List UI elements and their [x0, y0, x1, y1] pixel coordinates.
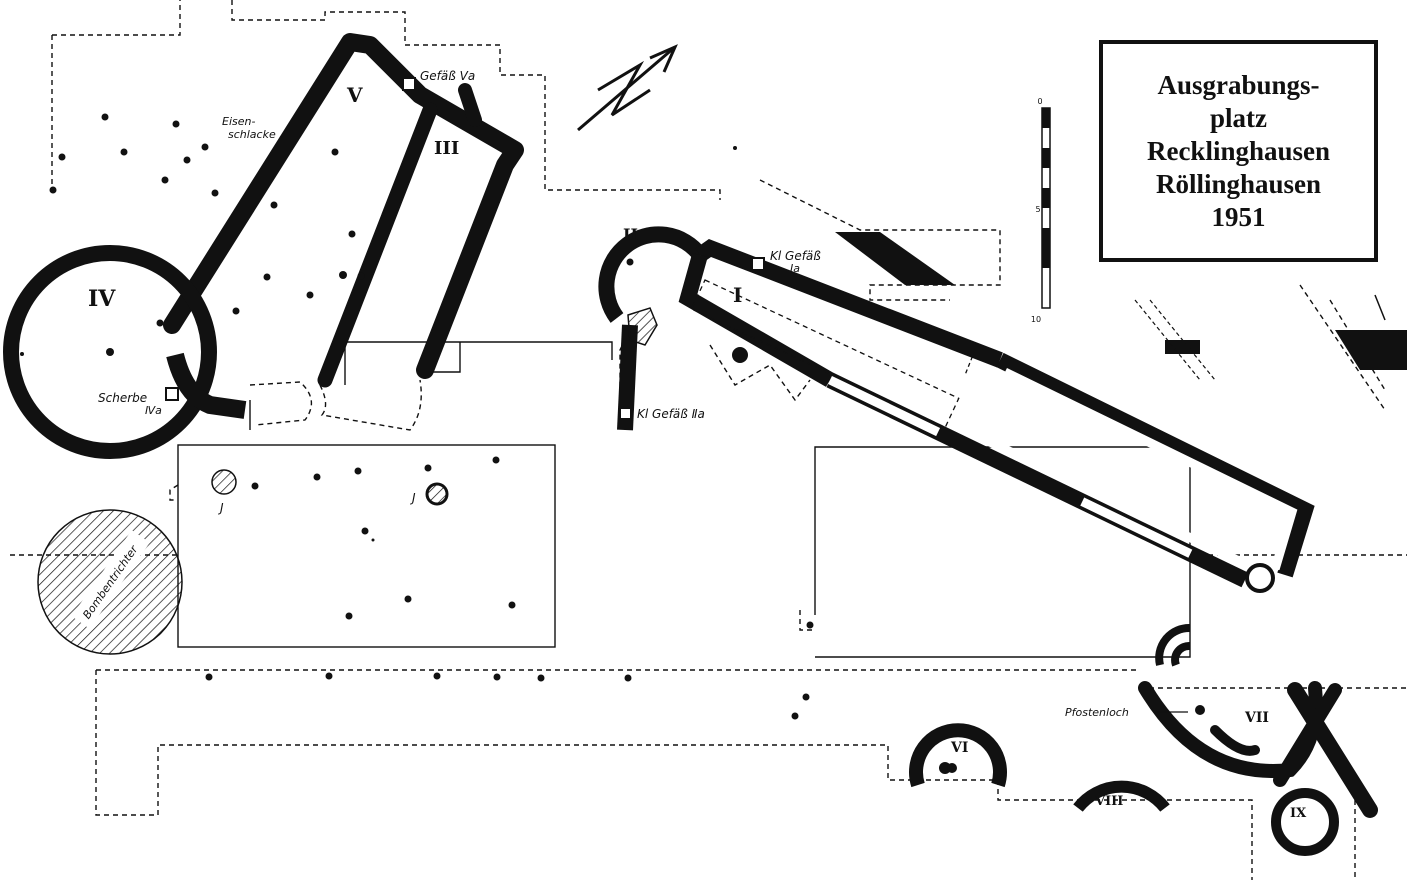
title-box: Ausgrabungs- platz Recklinghausen Röllin…	[1099, 40, 1378, 262]
label-kl-gefaess-iia: Kl Gefäß Ⅱa	[637, 407, 705, 421]
label-vii: VII	[1244, 710, 1269, 726]
trench-features	[835, 232, 1407, 381]
label-i: I	[733, 283, 742, 307]
title-line-5: 1951	[1211, 201, 1266, 232]
title-line-4: Röllinghausen	[1155, 168, 1322, 199]
scale-top: 0	[1037, 97, 1042, 106]
label-ii: II	[623, 225, 638, 244]
pit-j-right	[425, 482, 449, 506]
label-iv: IV	[88, 286, 116, 312]
building-labels: I II III IV V VI VII VIII IX	[88, 83, 1307, 821]
label-ix: IX	[1290, 806, 1307, 821]
find-markers	[165, 77, 765, 420]
label-vi: VI	[950, 740, 968, 756]
building-iv	[3, 245, 247, 459]
building-i	[678, 239, 1315, 593]
label-v: V	[346, 83, 363, 107]
quarter-ring	[1155, 623, 1191, 667]
scale-bar	[1041, 107, 1051, 309]
label-pfostenloch: Pfostenloch	[1065, 706, 1129, 719]
scale-mid: 5	[1035, 205, 1040, 214]
label-gefaess-va: Gefäß Ⅴa	[420, 69, 475, 83]
label-scherbe-sub: Ⅳa	[145, 404, 162, 417]
scale-labels: 0 5 10	[1031, 97, 1043, 324]
scale-bottom: 10	[1031, 315, 1041, 324]
title-line-1: Ausgrabungs-	[1157, 69, 1320, 100]
building-vii	[1138, 681, 1378, 818]
building-ix	[1271, 788, 1339, 856]
excavation-boundary	[10, 0, 1407, 880]
building-vi	[909, 723, 1007, 788]
pit-j-left	[211, 469, 237, 495]
label-schlacke: schlacke	[228, 128, 276, 141]
label-iii: III	[434, 138, 459, 159]
label-kl-gefaess-ia: Kl Gefäß	[770, 249, 821, 263]
title-line-3: Recklinghausen	[1146, 135, 1331, 166]
label-kl-gefaess-ia-sub: Ⅰa	[790, 262, 800, 275]
building-ii-hatched-pit	[627, 307, 658, 346]
title-line-2: platz	[1210, 102, 1267, 133]
building-viii	[1073, 780, 1170, 812]
label-j1: J	[218, 501, 224, 515]
label-eisen: Eisen-	[222, 115, 255, 128]
label-scherbe: Scherbe	[98, 391, 147, 405]
label-j2: J	[410, 491, 416, 505]
label-viii: VIII	[1094, 794, 1123, 809]
feature-labels: Gefäß Ⅴa Eisen- schlacke Scherbe Ⅳa Kl G…	[80, 69, 1128, 719]
building-v	[163, 33, 524, 388]
post-holes	[20, 113, 814, 720]
bomb-crater	[37, 509, 183, 655]
north-arrow-icon	[577, 44, 678, 132]
